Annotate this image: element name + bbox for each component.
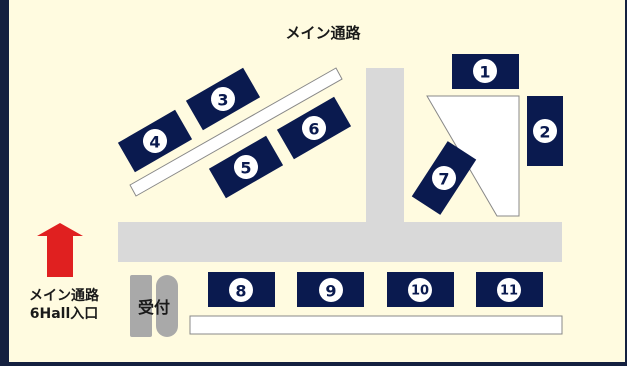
booth-5[interactable]: 5	[208, 135, 284, 199]
svg-text:9: 9	[325, 282, 336, 301]
svg-text:2: 2	[539, 123, 550, 142]
booth-4[interactable]: 4	[117, 109, 193, 173]
svg-text:8: 8	[235, 282, 246, 301]
svg-text:11: 11	[500, 284, 518, 299]
reception-label: 受付	[137, 298, 170, 317]
svg-text:3: 3	[217, 91, 228, 110]
entrance-arrow-icon	[37, 223, 83, 277]
booth-1[interactable]: 1	[452, 54, 519, 89]
booth-10[interactable]: 10	[387, 272, 454, 307]
triangle-wall	[426, 95, 520, 217]
hall-entrance-label: 6Hall入口	[29, 306, 99, 322]
vertical-aisle	[366, 68, 404, 228]
main-aisle-label: メイン通路	[285, 24, 361, 42]
bottom-wall	[189, 315, 563, 335]
svg-text:1: 1	[479, 63, 490, 82]
svg-text:10: 10	[411, 284, 429, 299]
svg-text:4: 4	[149, 133, 160, 152]
diagonal-wall	[129, 67, 343, 197]
booth-11[interactable]: 11	[476, 272, 543, 307]
horizontal-aisle	[118, 222, 562, 262]
svg-text:5: 5	[240, 159, 251, 178]
svg-text:7: 7	[438, 170, 449, 189]
booth-9[interactable]: 9	[297, 272, 364, 307]
booth-6[interactable]: 6	[276, 96, 352, 160]
reception-desk-left	[130, 275, 152, 337]
entrance-aisle-label: メイン通路	[29, 288, 99, 304]
booth-8[interactable]: 8	[208, 272, 275, 307]
booth-2[interactable]: 2	[527, 96, 563, 166]
reception-desk-right	[156, 275, 178, 337]
booth-7[interactable]: 7	[411, 141, 477, 215]
svg-text:6: 6	[308, 120, 319, 139]
booth-3[interactable]: 3	[185, 67, 261, 131]
